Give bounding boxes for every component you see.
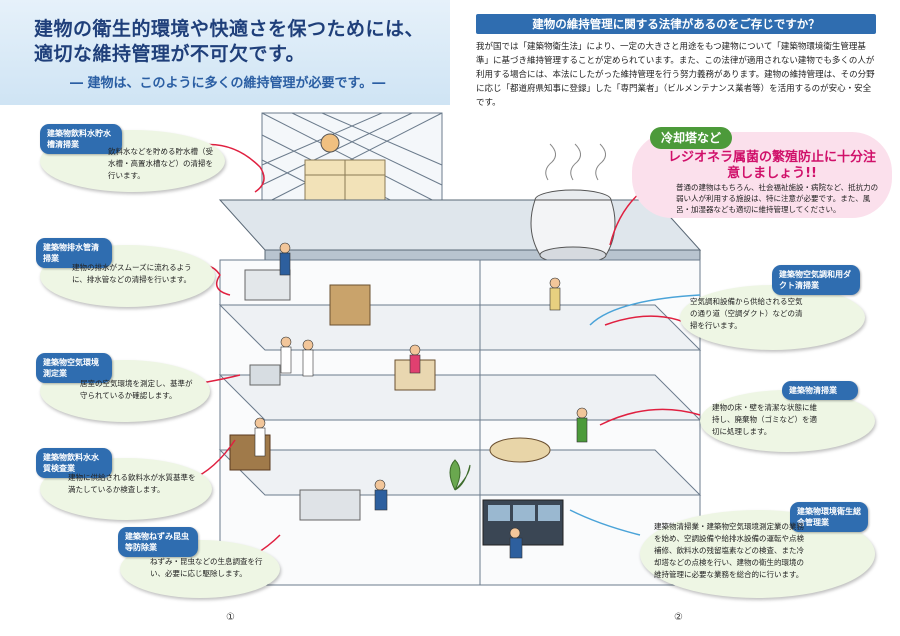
tag-building-cleaning: 建築物清掃業: [782, 381, 858, 400]
tag-water-tank-cleaning: 建築物飲料水貯水槽清掃業: [40, 124, 122, 154]
text-general-management: 建築物清掃業・建築物空気環境測定業の業務を始め、空調設備や給排水設備の運転や点検…: [654, 522, 804, 579]
page-subtitle: ― 建物は、このように多くの維持管理が必要です。―: [70, 76, 386, 91]
callout-bubble-cleaning: [700, 390, 875, 452]
text-building-cleaning: 建物の床・壁を清潔な状態に維持し、廃棄物（ゴミなど）を適切に処理します。: [712, 403, 817, 436]
callout-bubble-duct: [680, 285, 865, 350]
text-drain-pipe-cleaning: 建物の排水がスムーズに流れるように、排水管などの清掃を行います。: [72, 263, 192, 284]
cooling-tower-label: 冷却塔など: [650, 127, 732, 149]
header-panel: [0, 0, 450, 105]
text-duct-cleaning: 空気調和設備から供給される空気の通り道（空調ダクト）などの清掃を行います。: [690, 297, 803, 330]
tag-air-measurement: 建築物空気環境測定業: [36, 353, 112, 383]
text-water-quality-inspection: 建物に供給される飲料水が水質基準を満たしているか検査します。: [68, 473, 196, 494]
law-box-body: 我が国では「建築物衛生法」により、一定の大きさと用途をもつ建物について「建築物環…: [476, 42, 875, 108]
legionella-warning: レジオネラ属菌の繁殖防止に十分注意しましょう!!: [667, 150, 876, 181]
page-title-line1: 建物の衛生的環境や快適さを保つためには、: [34, 18, 425, 40]
tag-drain-pipe-cleaning: 建築物排水管清掃業: [36, 238, 112, 268]
page-title-line2: 適切な維持管理が不可欠です。: [34, 43, 306, 65]
law-box-title: 建物の維持管理に関する法律があるのをご存じですか？: [476, 14, 876, 34]
text-pest-control: ねずみ・昆虫などの生息調査を行い、必要に応じ駆除します。: [150, 557, 263, 578]
tag-duct-cleaning: 建築物空気調和用ダクト清掃業: [772, 265, 860, 295]
page-number-right: ②: [674, 612, 683, 623]
legionella-warning-body: 普通の建物はもちろん、社会福祉施設・病院など、抵抗力の弱い人が利用する施設は、特…: [676, 183, 879, 214]
text-air-measurement: 居室の空気環境を測定し、基準が守られているか確認します。: [80, 379, 193, 400]
tag-general-management: 建築物環境衛生総合管理業: [790, 502, 868, 532]
text-water-tank-cleaning: 飲料水などを貯める貯水槽（受水槽・高置水槽など）の清掃を行います。: [108, 147, 213, 180]
page-number-left: ①: [226, 612, 235, 623]
tag-pest-control: 建築物ねずみ昆虫等防除業: [118, 527, 198, 557]
tag-water-quality-inspection: 建築物飲料水水質検査業: [36, 448, 112, 478]
